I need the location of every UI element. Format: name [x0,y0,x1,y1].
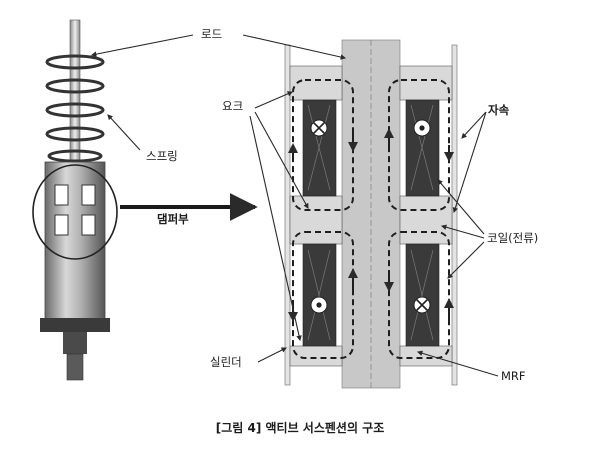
current-into-page-icon [310,119,328,137]
current-out-page-icon [310,296,328,314]
piston-rod [69,19,81,181]
label-yoke: 요크 [222,99,243,113]
piston-block [54,184,69,206]
coil-top-left [302,99,337,197]
piston-block [81,184,96,206]
damper-base [40,318,110,332]
damper-stem [63,332,87,354]
damper-body [44,161,106,323]
coil-top-right [405,99,440,197]
cylinder-wall-left [284,44,291,386]
yoke-mid-left [289,195,343,245]
label-cylinder: 실린더 [210,355,242,369]
coil-bot-left [302,243,337,347]
yoke-bot-left [289,345,343,367]
label-magnet: 자속 [488,103,510,117]
current-out-page-icon [413,119,431,137]
damper-foot [66,353,84,381]
label-coil: 코일(전류) [487,231,538,245]
figure-caption: [그림 4] 액티브 서스펜션의 구조 [216,420,385,435]
spring-coil [45,54,105,163]
cylinder-wall-right [451,44,458,386]
label-damper: 댐퍼부 [157,212,189,226]
yoke-bot-right [399,345,453,367]
suspension-unit [32,19,258,381]
yoke-mid-right [399,195,453,245]
label-rod: 로드 [201,27,222,41]
current-into-page-icon [413,296,431,314]
flux-path [292,79,450,359]
label-mrf: MRF [501,369,526,383]
piston-block [54,214,69,236]
coil-bot-right [405,243,440,347]
magnified-damper [284,39,458,389]
leader-lines [90,34,499,377]
label-spring: 스프링 [146,149,178,163]
damper-highlight-circle [32,164,118,260]
piston-block [81,214,96,236]
